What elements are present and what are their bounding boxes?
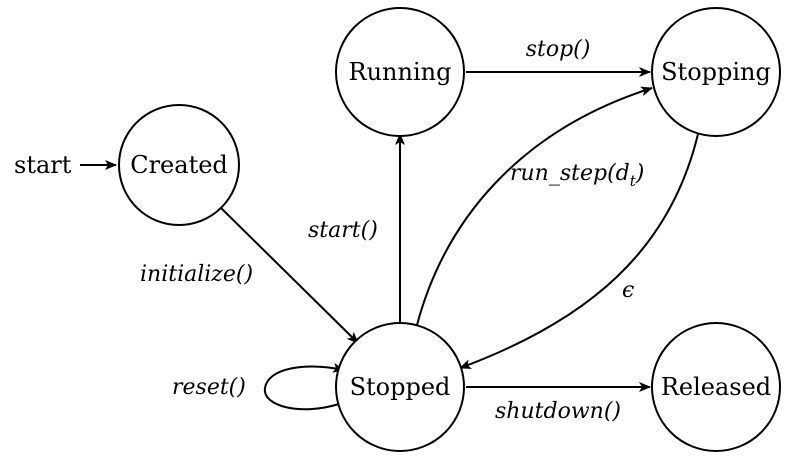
state-stopping-label: Stopping <box>661 58 771 86</box>
state-released-label: Released <box>661 373 771 401</box>
label-run-step-main: run_step(d <box>510 161 630 186</box>
label-run-step-sub: t <box>630 172 637 190</box>
state-stopped <box>335 322 465 452</box>
state-created-label: Created <box>130 151 228 179</box>
state-stopping <box>651 7 781 137</box>
label-shutdown: shutdown() <box>495 399 621 424</box>
label-run-step-close: ) <box>635 161 645 186</box>
state-running <box>335 7 465 137</box>
label-initialize: initialize() <box>140 262 253 287</box>
edge-epsilon <box>459 133 699 369</box>
label-reset: reset() <box>172 375 246 400</box>
edge-reset-loop <box>263 362 345 411</box>
state-released <box>651 322 781 452</box>
edge-initialize <box>220 207 359 344</box>
start-label: start <box>14 151 72 179</box>
label-run-step: run_step(dt) <box>510 161 644 190</box>
state-running-label: Running <box>349 58 452 86</box>
label-epsilon: ϵ <box>622 278 634 303</box>
label-start: start() <box>308 218 378 243</box>
state-stopped-label: Stopped <box>350 373 451 401</box>
label-stop: stop() <box>526 37 591 62</box>
state-created <box>118 104 240 226</box>
edge-run-step <box>416 86 653 326</box>
